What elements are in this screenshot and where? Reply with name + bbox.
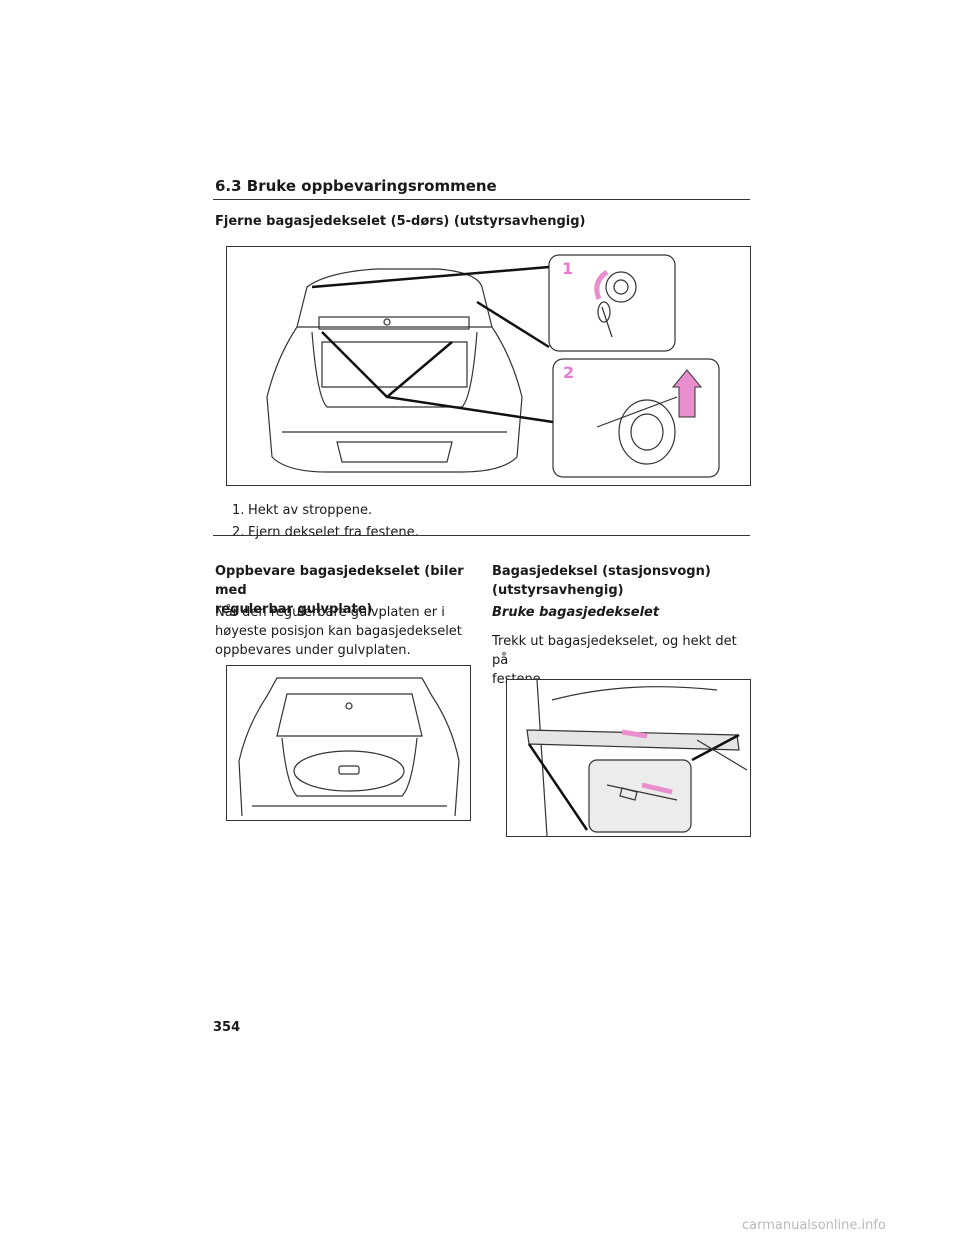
body-line: Trekk ut bagasjedekselet, og hekt det på <box>492 634 737 668</box>
section-title: 6.3 Bruke oppbevaringsrommene <box>215 177 497 195</box>
step-text: Fjern dekselet fra festene. <box>248 524 419 540</box>
heading-line: (utstyrsavhengig) <box>492 583 624 598</box>
section-divider <box>213 199 750 200</box>
step-text: Hekt av stroppene. <box>248 502 373 518</box>
body-line: høyeste posisjon kan bagasjedekselet <box>215 624 462 639</box>
store-heading: Oppbevare bagasjedekselet (biler med reg… <box>215 562 470 619</box>
list-item: 2. Fjern dekselet fra festene. <box>232 521 750 543</box>
list-divider <box>213 535 750 536</box>
page-number: 354 <box>213 1020 241 1035</box>
step-number: 1. <box>232 502 245 518</box>
remove-heading: Fjerne bagasjedekselet (5-dørs) (utstyrs… <box>215 214 586 229</box>
wagon-heading: Bagasjedeksel (stasjonsvogn) (utstyrsavh… <box>492 562 750 600</box>
watermark: carmanualsonline.info <box>742 1218 886 1233</box>
callout-2: 2 <box>563 363 575 382</box>
wagon-cover-illustration <box>506 679 751 837</box>
list-item: 1. Hekt av stroppene. <box>232 499 750 521</box>
stored-cover-illustration <box>226 665 471 821</box>
heading-line: Bagasjedeksel (stasjonsvogn) <box>492 564 711 579</box>
body-line: oppbevares under gulvplaten. <box>215 643 411 658</box>
remove-cover-illustration: 1 2 <box>226 246 751 486</box>
callout-1: 1 <box>562 259 574 278</box>
heading-line: Oppbevare bagasjedekselet (biler med <box>215 564 464 598</box>
step-number: 2. <box>232 524 245 540</box>
body-line: Når den regulerbare gulvplaten er i <box>215 605 445 620</box>
removal-steps: 1. Hekt av stroppene. 2. Fjern dekselet … <box>232 499 750 543</box>
wagon-subheading: Bruke bagasjedekselet <box>492 605 660 620</box>
store-body: Når den regulerbare gulvplaten er i høye… <box>215 603 470 660</box>
heading-line: regulerbar gulvplate) <box>215 602 373 617</box>
